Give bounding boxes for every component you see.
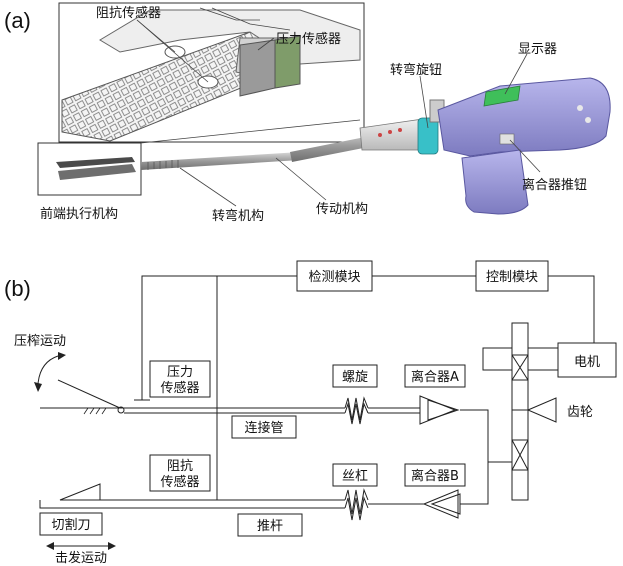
panel-b-tag: (b) — [4, 276, 31, 301]
label-gear: 齿轮 — [567, 405, 593, 420]
label-lead-screw: 丝杠 — [342, 468, 368, 484]
jaw-lower-tip — [58, 164, 136, 180]
label-press-motion: 压榨运动 — [14, 333, 66, 349]
panel-b: (b) 检测模块 控制模块 压榨运动 压力 传感器 — [4, 260, 617, 566]
jaw-upper-tip — [56, 157, 135, 168]
rotate-knob — [417, 99, 445, 155]
handle — [437, 77, 611, 215]
label-spiral: 螺旋 — [342, 370, 368, 385]
label-transmission: 传动机构 — [316, 202, 368, 217]
gear-stack — [511, 322, 529, 501]
motor-shaft-block — [482, 347, 513, 371]
label-pressure-sensor-b-2: 传感器 — [160, 380, 199, 396]
label-rotate-knob: 转弯旋钮 — [390, 62, 442, 78]
turning-segment — [141, 152, 300, 170]
cutter-box — [39, 512, 103, 536]
label-impedance-sensor-b-2: 传感器 — [160, 474, 199, 490]
label-control-module: 控制模块 — [486, 270, 538, 285]
label-push-rod: 推杆 — [257, 519, 283, 534]
clutch-b-symbol — [422, 489, 459, 519]
press-motion-arc — [37, 355, 59, 385]
label-motor: 电机 — [574, 355, 600, 370]
pressure-sensor-box — [149, 360, 211, 398]
motor-box — [557, 342, 617, 378]
rotate-knob-body — [417, 117, 439, 155]
zoom-inset: 阻抗传感器 压力传感器 — [58, 2, 365, 143]
instrument-shaft — [141, 117, 437, 170]
label-front-actuator: 前端执行机构 — [40, 206, 118, 222]
label-pressure-sensor-a: 压力传感器 — [276, 31, 341, 47]
zoom-link-line-top — [140, 119, 361, 144]
detect-module-box — [296, 260, 373, 292]
panel-a: (a) 阻抗传感器 压力传感器 — [4, 2, 611, 224]
label-clutch-b: 离合器B — [411, 468, 459, 484]
clutch-push-button — [499, 133, 515, 145]
cutter-blade — [59, 483, 101, 501]
front-actuator-box — [37, 119, 361, 196]
clutch-a-box — [404, 364, 466, 388]
connect-tube-box — [231, 415, 297, 439]
handle-grip — [461, 149, 529, 215]
gear-symbol — [526, 397, 557, 423]
lead-screw-coil — [344, 488, 369, 515]
clutch-b-box — [404, 463, 466, 487]
label-fire-motion: 击发运动 — [55, 550, 107, 566]
handle-body — [437, 77, 611, 157]
push-rod-box — [237, 513, 303, 537]
spiral-box — [332, 364, 378, 388]
lead-screw-box — [332, 463, 378, 487]
label-turning-mech: 转弯机构 — [212, 208, 264, 224]
impedance-sensor-box — [149, 454, 211, 492]
label-connect-tube: 连接管 — [244, 420, 283, 436]
label-impedance-sensor-a: 阻抗传感器 — [96, 5, 161, 21]
label-clutch-a: 离合器A — [411, 369, 459, 385]
label-detect-module: 检测模块 — [308, 270, 360, 285]
control-module-box — [475, 260, 549, 292]
label-impedance-sensor-b-1: 阻抗 — [167, 459, 193, 474]
label-display: 显示器 — [518, 42, 557, 57]
pressure-sensor-edge — [274, 35, 301, 89]
label-cutter: 切割刀 — [51, 517, 90, 533]
clutch-a-symbol — [419, 395, 457, 425]
label-clutch-button: 离合器推钮 — [522, 177, 587, 193]
spiral-coil — [344, 396, 369, 421]
label-pressure-sensor-b-1: 压力 — [167, 365, 193, 380]
panel-a-tag: (a) — [4, 8, 31, 33]
pressure-sensor-plate — [239, 39, 276, 97]
